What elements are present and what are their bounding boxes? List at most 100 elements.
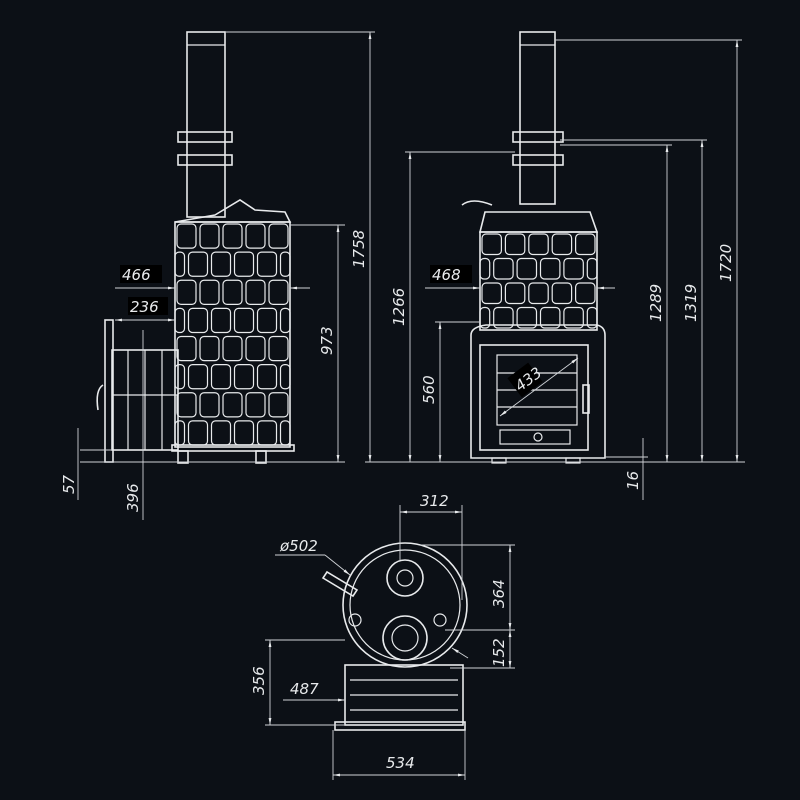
stone-tile <box>563 257 584 280</box>
stone-tile <box>233 364 255 390</box>
dim-152: 152 <box>490 638 508 667</box>
stone-tile <box>279 307 291 334</box>
stone-tile <box>516 257 538 280</box>
stone-tile <box>256 307 278 334</box>
stone-tile <box>222 335 243 362</box>
firebox-door-top <box>334 721 466 731</box>
stone-tile <box>245 335 266 362</box>
door-handle-front <box>582 384 590 414</box>
stone-tile <box>539 306 561 329</box>
stone-tile <box>279 420 291 446</box>
stone-tile <box>176 223 197 249</box>
dim-57: 57 <box>60 474 78 494</box>
stone-tile <box>563 306 584 329</box>
dim-364: 364 <box>490 579 508 608</box>
stone-tile <box>233 420 255 446</box>
stone-tile <box>199 392 220 418</box>
ash-vent <box>499 429 571 445</box>
firebox-tunnel-top <box>344 664 464 726</box>
stone-tile <box>279 364 291 390</box>
stone-tile <box>199 223 220 249</box>
door-handle <box>96 384 104 411</box>
stove-top-front <box>478 211 599 233</box>
stone-tile <box>245 392 266 418</box>
stone-tile <box>245 279 266 305</box>
dim-16: 16 <box>624 471 642 490</box>
stone-tile <box>174 251 186 277</box>
stone-tile <box>481 233 502 256</box>
firebox-frame <box>470 324 606 459</box>
stone-tile <box>574 282 596 305</box>
stone-tile <box>174 307 186 334</box>
front-view: 468 433 1266 560 1289 1319 1720 16 <box>365 31 745 500</box>
stone-tile <box>187 251 209 277</box>
stone-tile <box>268 279 289 305</box>
stone-tile <box>493 257 514 280</box>
stone-tile <box>210 420 232 446</box>
tile-grid-side <box>174 223 291 446</box>
dim-466: 466 <box>122 266 151 284</box>
stone-tile <box>187 307 209 334</box>
dim-468: 468 <box>432 266 461 284</box>
dim-396: 396 <box>124 483 142 512</box>
stone-tile <box>176 335 197 362</box>
stone-tile <box>187 364 209 390</box>
side-view: 466 236 973 1758 57 396 <box>60 31 375 520</box>
dim-487: 487 <box>290 680 319 698</box>
tile-grid-front <box>479 233 598 329</box>
stone-tile <box>222 279 243 305</box>
stone-tile <box>174 420 186 446</box>
dim-560: 560 <box>420 375 438 404</box>
dim-236: 236 <box>130 298 159 316</box>
stone-tile <box>176 279 197 305</box>
stove-body-front <box>479 231 598 331</box>
stone-tile <box>245 223 266 249</box>
dim-1289: 1289 <box>647 284 665 322</box>
stone-tile <box>528 233 549 256</box>
stone-tile <box>539 257 561 280</box>
dim-534: 534 <box>386 754 415 772</box>
stone-tile <box>268 223 289 249</box>
stone-tile <box>574 233 596 256</box>
stone-tile <box>210 251 232 277</box>
firebox-opening <box>382 615 428 661</box>
stone-tile <box>187 420 209 446</box>
stone-tile <box>504 233 526 256</box>
chimney-top <box>386 559 424 597</box>
lid-handle-top <box>321 570 359 598</box>
stone-tile <box>504 282 526 305</box>
stone-tile <box>222 392 243 418</box>
stone-tile <box>256 251 278 277</box>
stone-tile <box>586 257 598 280</box>
dim-1266: 1266 <box>390 288 408 326</box>
chimney-pipe <box>186 31 226 218</box>
top-view: 312 364 152 356 487 534 ø502 <box>250 492 515 780</box>
chimney-pipe-front <box>519 31 556 205</box>
stone-tile <box>256 420 278 446</box>
stone-tile <box>479 257 491 280</box>
stone-tile <box>516 306 538 329</box>
firebox-door-front <box>479 344 589 451</box>
dim-312: 312 <box>420 492 449 510</box>
stove-body-top <box>342 542 468 668</box>
stone-tile <box>199 335 220 362</box>
stone-tile <box>268 335 289 362</box>
stone-tile <box>210 307 232 334</box>
dim-1720: 1720 <box>717 244 735 282</box>
stone-tile <box>176 392 197 418</box>
stone-tile <box>210 364 232 390</box>
stone-tile <box>233 307 255 334</box>
stone-tile <box>199 279 220 305</box>
chimney-clamp <box>177 131 233 143</box>
stone-tile <box>481 282 502 305</box>
dim-diameter-502: ø502 <box>279 537 318 555</box>
stone-tile <box>222 223 243 249</box>
dim-1319: 1319 <box>682 284 700 322</box>
stone-tile <box>233 251 255 277</box>
dim-973: 973 <box>318 326 336 355</box>
lid-handle <box>461 200 493 206</box>
dim-1758: 1758 <box>350 230 368 268</box>
stone-tile <box>256 364 278 390</box>
dim-356: 356 <box>250 666 268 695</box>
